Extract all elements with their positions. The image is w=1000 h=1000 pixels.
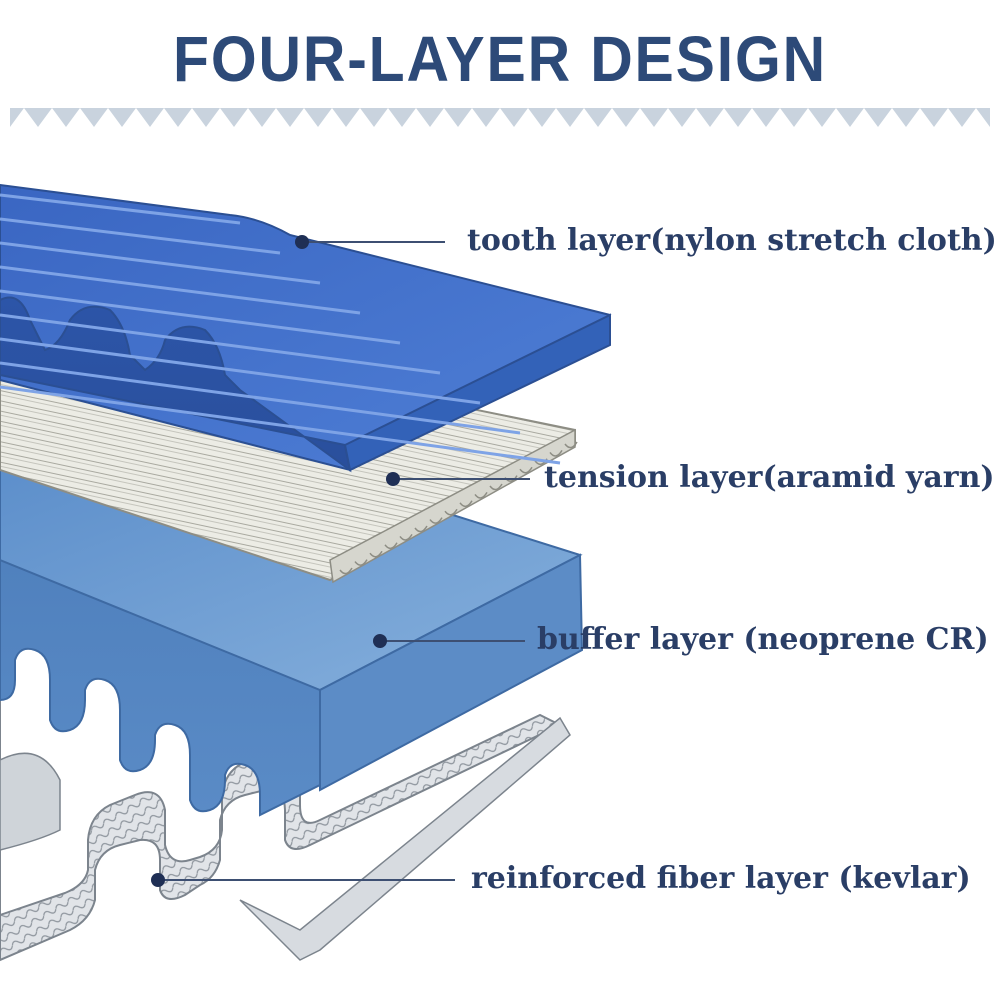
tooth-rib (0, 313, 441, 375)
tension-ridge (369, 550, 383, 558)
tension-ridge (354, 559, 368, 566)
tooth-rib (0, 217, 281, 255)
tension-ridge (474, 491, 488, 499)
tooth-rib (0, 337, 481, 405)
banner-zigzag-shape (10, 108, 990, 127)
tension-ridge (549, 449, 563, 457)
tooth-rib (0, 361, 521, 435)
tension-ridge (339, 567, 353, 575)
label-tooth-layer: tooth layer(nylon stretch cloth) (467, 223, 997, 258)
page-title: FOUR-LAYER DESIGN (173, 23, 827, 95)
label-tension-layer: tension layer(aramid yarn) (544, 460, 995, 495)
tooth-rib (0, 289, 401, 345)
tension-ridge (564, 441, 578, 449)
label-fiber-layer: reinforced fiber layer (kevlar) (471, 861, 971, 896)
label-buffer-layer: buffer layer (neoprene CR) (537, 622, 989, 657)
tooth-layer-icon (295, 235, 309, 249)
tooth-rib (0, 265, 361, 315)
tension-ridge (444, 508, 458, 516)
tension-ridge (399, 533, 413, 541)
buffer-layer-icon (373, 634, 387, 648)
callout-fiber (151, 873, 455, 887)
banner-zigzag (10, 107, 990, 127)
tension-ridge (414, 525, 428, 533)
callout-tension (386, 472, 530, 486)
tooth-rib (0, 241, 321, 285)
callout-tooth (295, 235, 445, 249)
tension-ridge (429, 517, 443, 524)
tension-ridge (459, 500, 473, 508)
tooth-rib (0, 385, 561, 465)
tension-layer-icon (386, 472, 400, 486)
fiber-layer-icon (151, 873, 165, 887)
tension-ridge (519, 466, 533, 474)
tension-ridge (489, 483, 503, 491)
tooth-layer-illustration (0, 183, 612, 473)
tension-ridge (384, 542, 398, 550)
callout-buffer (373, 634, 525, 648)
tooth-rib (0, 193, 241, 225)
